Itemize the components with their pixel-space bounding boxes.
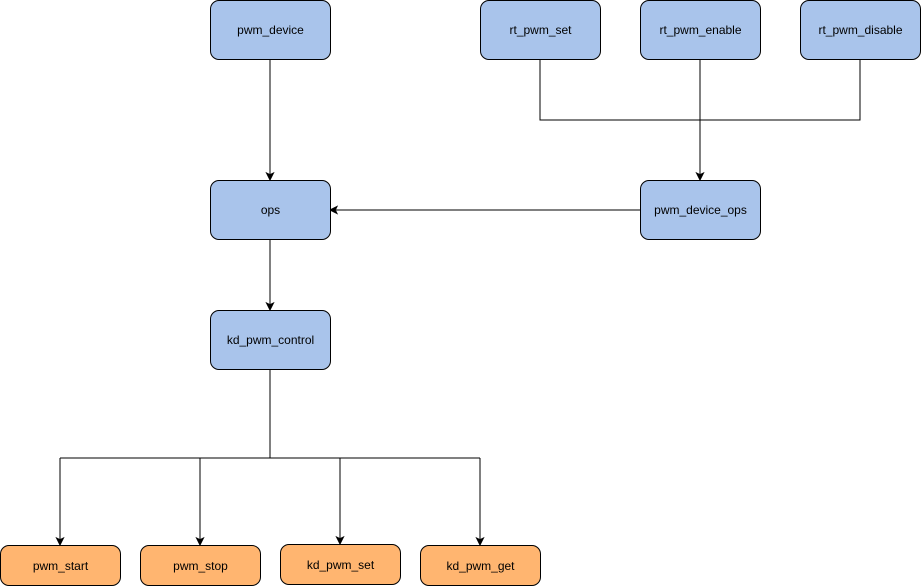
arrowhead [55,536,65,547]
arrowhead [335,535,345,546]
edge-pwm-device-ops-to-ops [328,205,640,215]
edge-pwm-device-to-ops [265,60,275,182]
edge-rt-functions-to-pwm-device-ops [539,60,861,182]
arrowhead [265,171,275,182]
edge-ops-to-kd-pwm-control [265,240,275,312]
node-label: rt_pwm_enable [659,23,742,37]
node-pwm-start: pwm_start [0,545,121,586]
arrowhead [695,171,705,182]
node-label: kd_pwm_get [446,558,515,573]
node-rt-pwm-set: rt_pwm_set [480,0,601,60]
arrowhead [475,536,485,547]
node-pwm-device-ops: pwm_device_ops [640,180,761,240]
node-rt-pwm-enable: rt_pwm_enable [640,0,761,60]
node-label: pwm_stop [173,558,228,573]
node-label: pwm_device_ops [654,203,747,217]
edge-kd-pwm-control-to-branches [55,370,485,547]
arrowhead [265,301,275,312]
edge-rt-pwm-disable [700,60,861,121]
node-kd-pwm-control: kd_pwm_control [210,310,331,370]
node-label: pwm_start [32,558,89,573]
node-label: rt_pwm_set [509,23,572,37]
node-label: ops [260,203,281,217]
node-rt-pwm-disable: rt_pwm_disable [800,0,921,60]
node-label: pwm_device [237,23,304,37]
node-ops: ops [210,180,331,240]
node-kd-pwm-get: kd_pwm_get [420,545,541,586]
node-kd-pwm-set: kd_pwm_set [280,544,401,585]
arrowhead [195,536,205,547]
node-label: kd_pwm_control [226,333,315,347]
node-pwm-device: pwm_device [210,0,331,60]
node-pwm-stop: pwm_stop [140,545,261,586]
arrowhead [328,205,339,215]
node-label: kd_pwm_set [306,557,375,572]
node-label: rt_pwm_disable [818,23,903,37]
edge-rt-pwm-set [539,60,700,121]
